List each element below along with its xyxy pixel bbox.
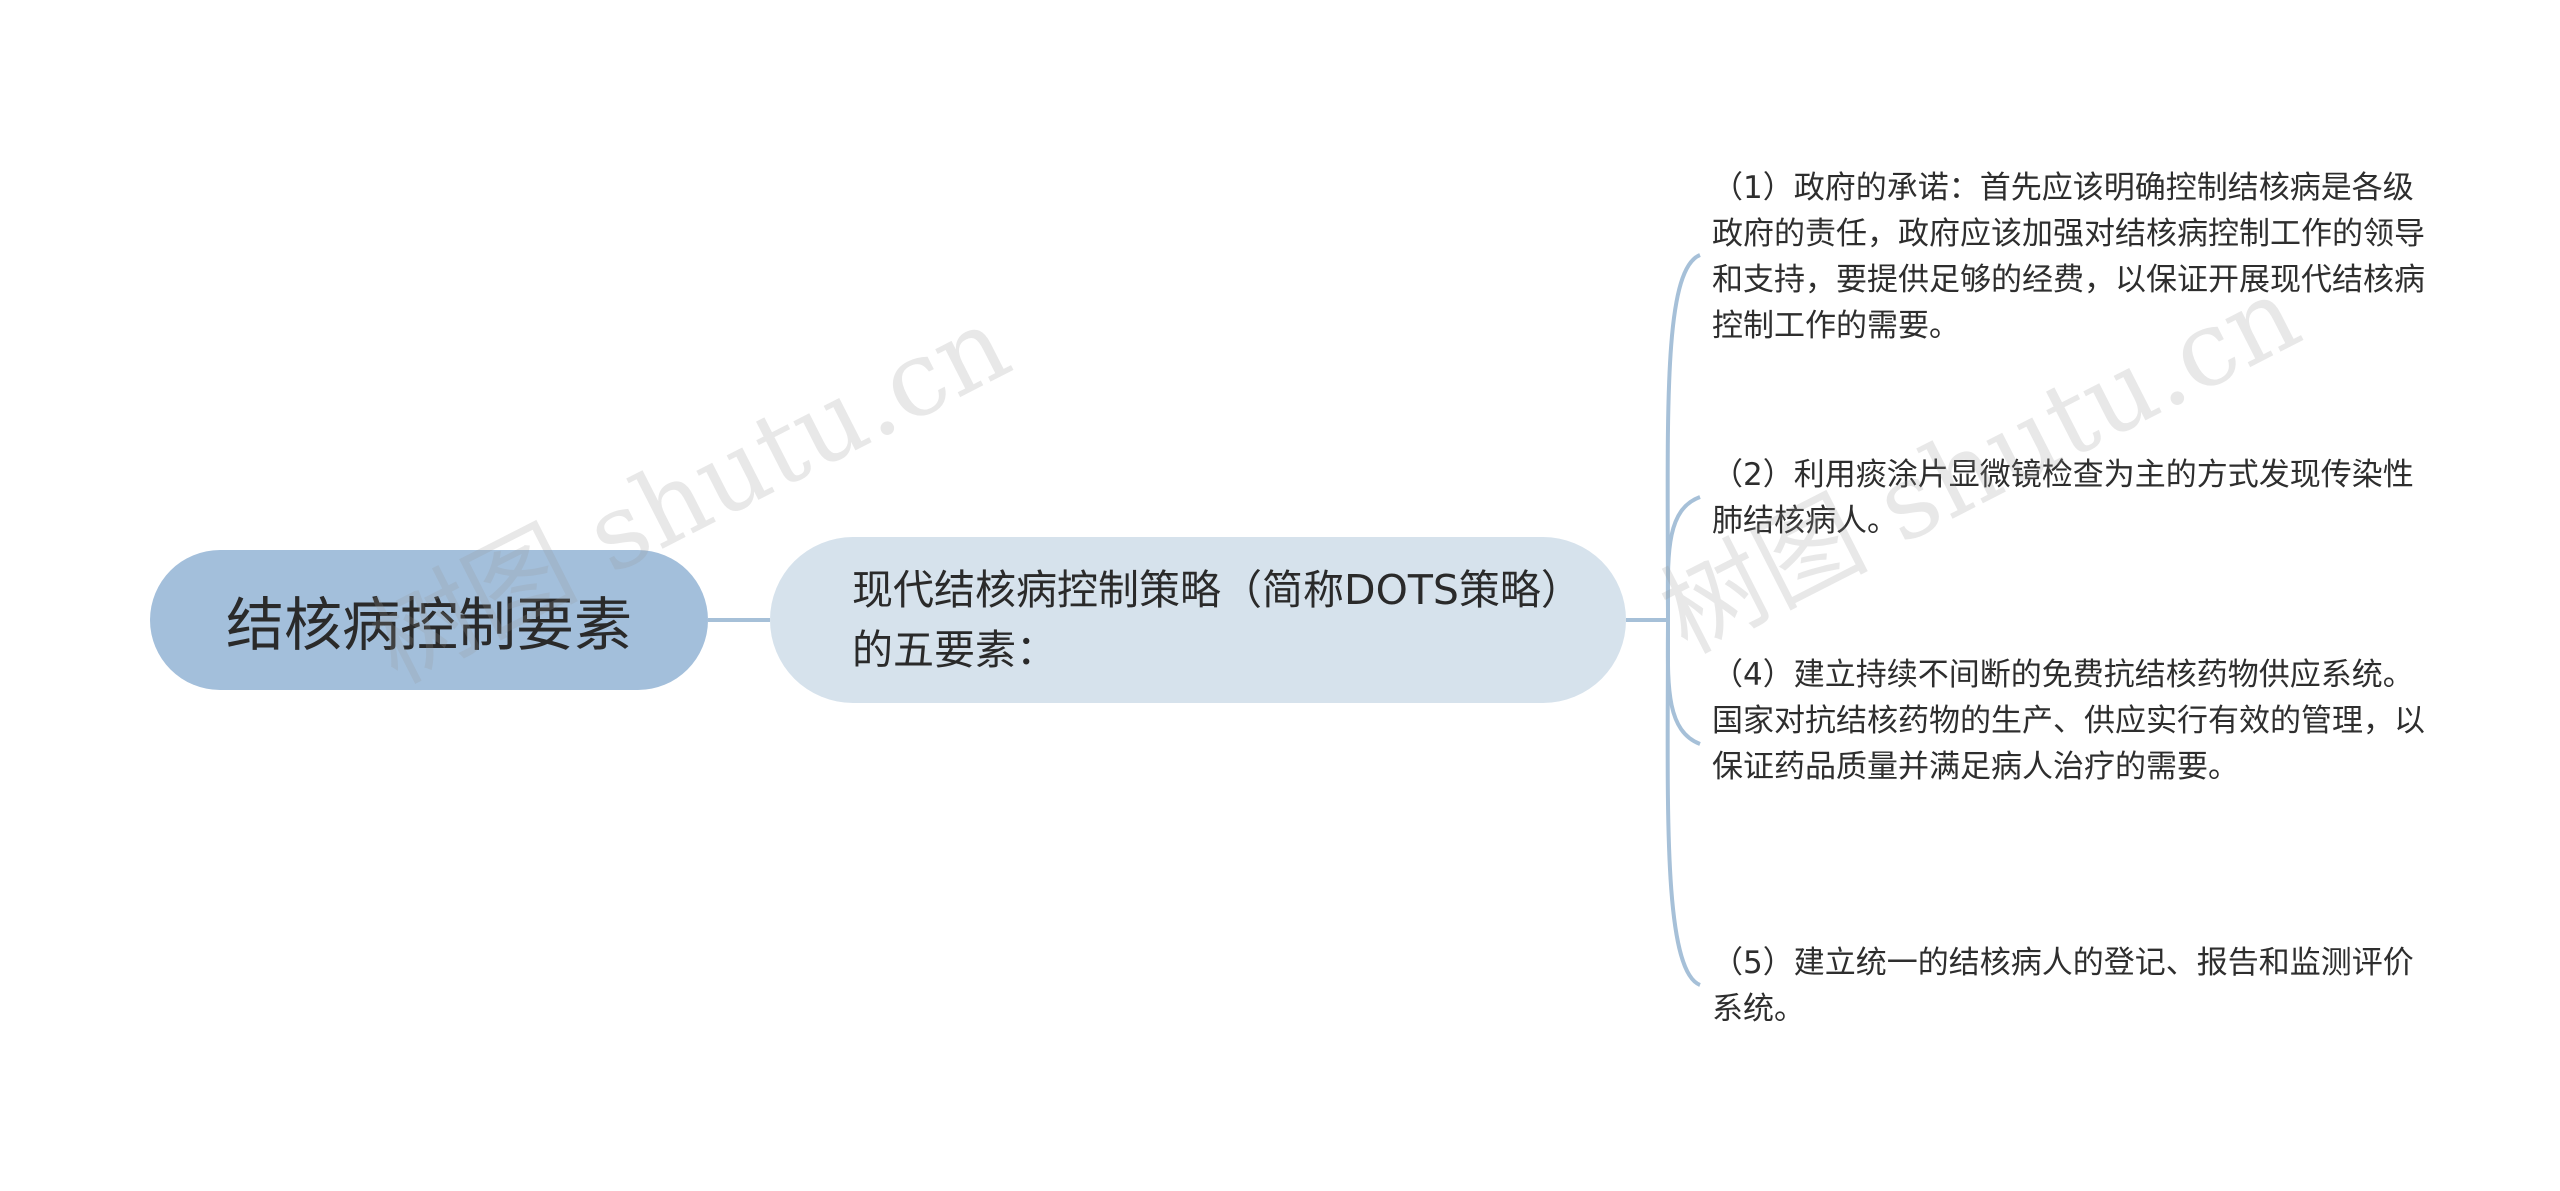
leaf-connector-4 <box>1665 619 1701 987</box>
leaf-connector-1 <box>1665 253 1701 621</box>
leaf-topic-label: （5）建立统一的结核病人的登记、报告和监测评价系统。 <box>1712 945 2414 1027</box>
leaf-topic-4[interactable]: （5）建立统一的结核病人的登记、报告和监测评价系统。 <box>1712 940 2432 1032</box>
leaf-connector-2 <box>1665 495 1701 621</box>
root-topic-label: 结核病控制要素 <box>225 591 632 659</box>
branch-topic[interactable]: 现代结核病控制策略（简称DOTS策略）的五要素： <box>770 537 1626 703</box>
leaf-topic-3[interactable]: （4）建立持续不间断的免费抗结核药物供应系统。国家对抗结核药物的生产、供应实行有… <box>1712 652 2432 790</box>
leaf-topic-label: （2）利用痰涂片显微镜检查为主的方式发现传染性肺结核病人。 <box>1712 457 2414 539</box>
root-topic[interactable]: 结核病控制要素 <box>150 550 708 690</box>
leaf-topic-label: （4）建立持续不间断的免费抗结核药物供应系统。国家对抗结核药物的生产、供应实行有… <box>1712 657 2425 785</box>
leaf-topic-label: （1）政府的承诺：首先应该明确控制结核病是各级政府的责任，政府应该加强对结核病控… <box>1712 170 2425 344</box>
leaf-connector-3 <box>1665 619 1701 746</box>
leaf-topic-1[interactable]: （1）政府的承诺：首先应该明确控制结核病是各级政府的责任，政府应该加强对结核病控… <box>1712 165 2432 349</box>
branch-topic-label: 现代结核病控制策略（简称DOTS策略）的五要素： <box>852 566 1562 674</box>
leaf-topic-2[interactable]: （2）利用痰涂片显微镜检查为主的方式发现传染性肺结核病人。 <box>1712 452 2432 544</box>
